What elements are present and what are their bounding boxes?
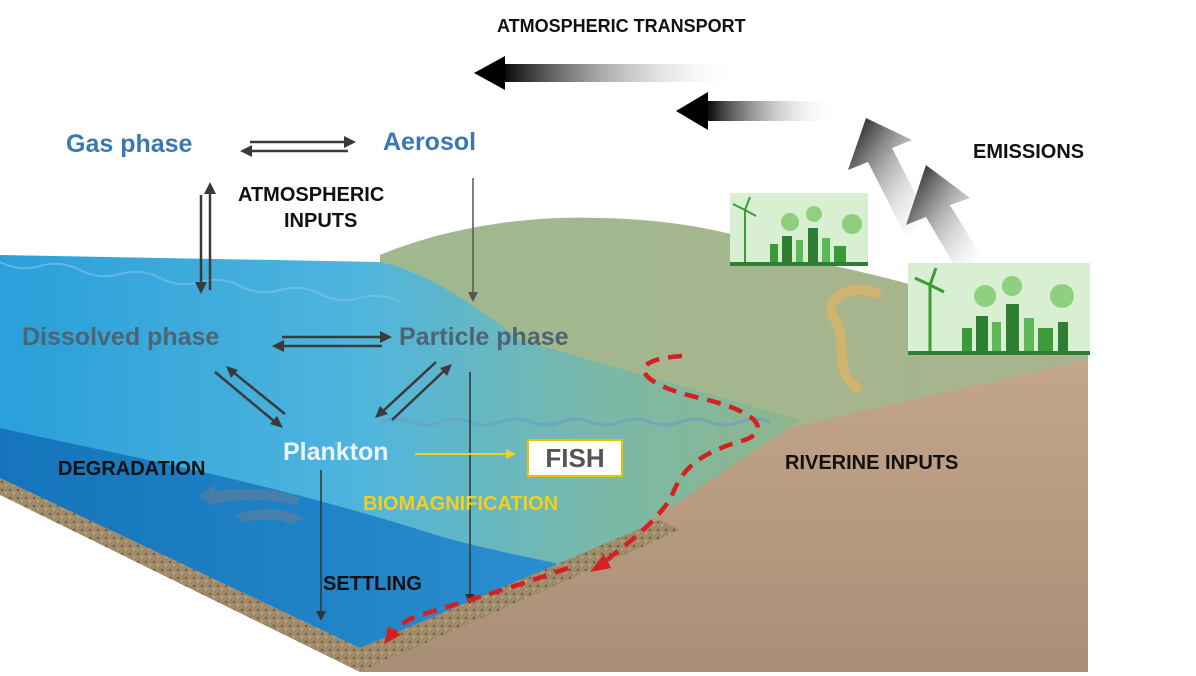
degradation-swirl-icon — [200, 484, 305, 524]
emission-arrow-1 — [848, 118, 930, 235]
atmospheric-transport-arrow-2 — [676, 92, 835, 130]
plankton-fish-arrow — [415, 449, 516, 459]
dissolved-phase-label: Dissolved phase — [22, 323, 220, 351]
river — [826, 284, 883, 395]
atmospheric-transport-label: ATMOSPHERIC TRANSPORT — [497, 16, 746, 36]
emission-arrow-2 — [906, 165, 985, 275]
land-body — [360, 358, 1088, 672]
deep-water — [0, 428, 580, 648]
gas-dissolved-exchange-arrow — [195, 182, 216, 294]
aerosol-label: Aerosol — [383, 128, 477, 156]
atmospheric-inputs-label-line1: ATMOSPHERIC — [238, 184, 385, 206]
dissolved-plankton-exchange-arrow — [214, 366, 286, 428]
wave-line — [379, 417, 771, 427]
atmospheric-inputs-label-line2: INPUTS — [284, 210, 358, 232]
gas-aerosol-exchange-arrow — [240, 136, 356, 157]
particle-phase-label: Particle phase — [399, 323, 569, 351]
settling-label: SETTLING — [323, 573, 422, 595]
wind-turbine-city-icon — [908, 263, 1090, 355]
plankton-label: Plankton — [283, 438, 389, 466]
biomagnification-label: BIOMAGNIFICATION — [363, 493, 559, 515]
riverine-inputs-label: RIVERINE INPUTS — [785, 452, 959, 474]
atmospheric-transport-arrow — [474, 56, 740, 90]
dissolved-particle-exchange-arrow — [272, 331, 392, 352]
emissions-label: EMISSIONS — [973, 141, 1085, 163]
fish-box: FISH — [527, 439, 623, 477]
degradation-label: DEGRADATION — [58, 458, 206, 480]
particle-plankton-exchange-arrow — [375, 361, 452, 421]
aerosol-deposition-arrow — [468, 178, 478, 302]
riverine-input-path — [384, 353, 760, 644]
gas-phase-label: Gas phase — [66, 130, 193, 158]
plankton-settling-arrow — [316, 470, 326, 621]
wind-turbine-city-icon — [730, 193, 868, 266]
